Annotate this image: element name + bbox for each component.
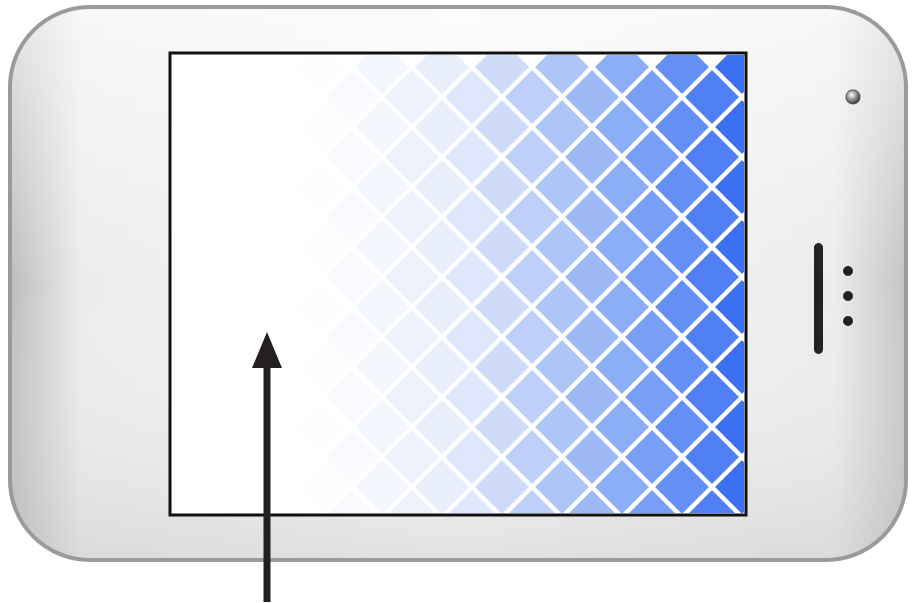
camera-lens-icon (846, 90, 860, 104)
diamond-tile-grid (113, 38, 801, 576)
speaker-slot-icon (814, 243, 823, 354)
